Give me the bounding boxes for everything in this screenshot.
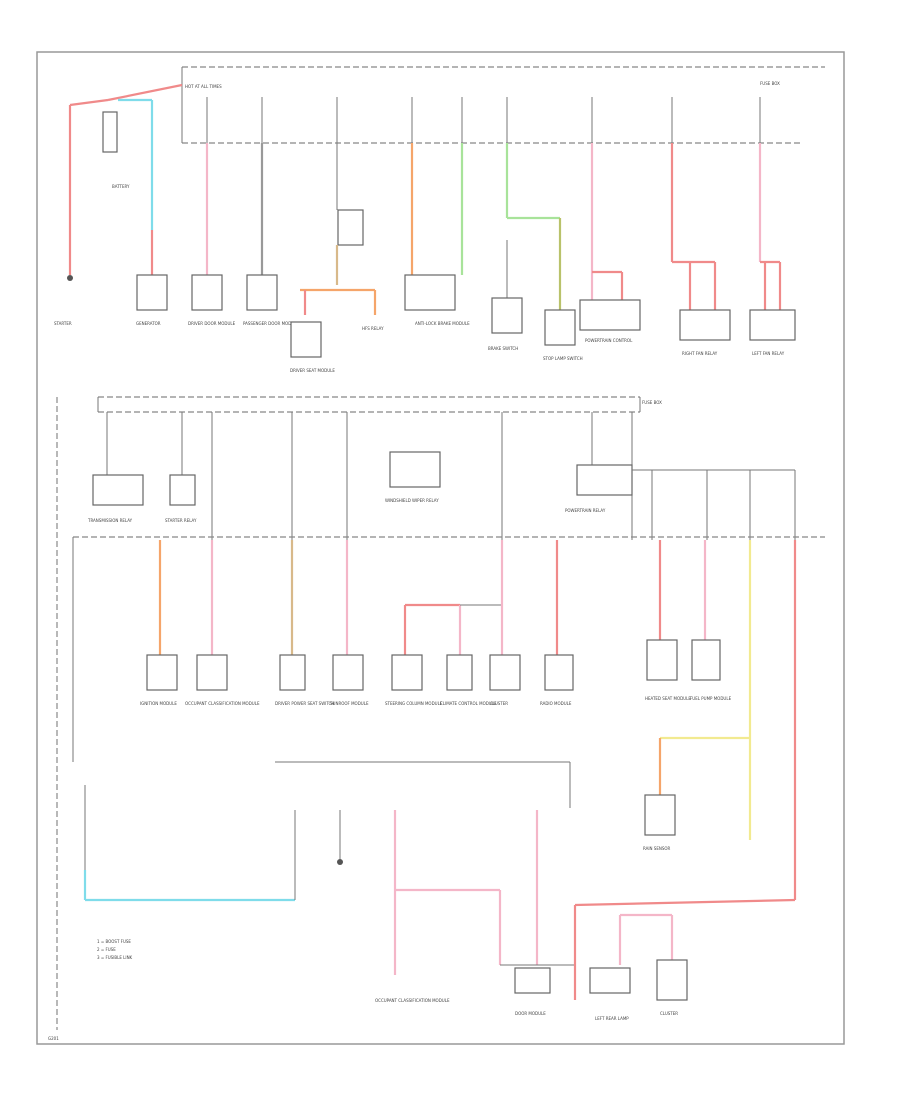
passenger-door-module-group: PASSENGER DOOR MODULE (243, 143, 299, 326)
driver-door-module-group: DRIVER DOOR MODULE (188, 143, 236, 326)
powertrain-control-group: POWERTRAIN CONTROL (579, 143, 641, 343)
top-fuses (206, 97, 761, 143)
middle-fuse-bus-label: FUSE BOX (642, 400, 662, 405)
right-fan-relay-label: RIGHT FAN RELAY (682, 351, 718, 356)
hot-at-all-times-label: HOT AT ALL TIMES (185, 84, 222, 89)
hfs-relay-label: HFS RELAY (362, 326, 384, 331)
brake-switch-group: BRAKE SWITCH STOP LAMP SWITCH (488, 143, 583, 361)
stop-lamp-switch-label: STOP LAMP SWITCH (543, 356, 583, 361)
ignition-module-label: IGNITION MODULE (140, 701, 177, 706)
fuel-pump-module-label: FUEL PUMP MODULE (690, 696, 732, 701)
occupant-classification-module-label: OCCUPANT CLASSIFICATION MODULE (185, 701, 260, 706)
brake-switch-label: BRAKE SWITCH (488, 346, 518, 351)
driver-seat-group: DRIVER SEAT MODULE HFS RELAY (290, 143, 384, 373)
driver-door-module-label: DRIVER DOOR MODULE (188, 321, 236, 326)
generator-label: GENERATOR (136, 321, 161, 326)
powertrain-relay-label: POWERTRAIN RELAY (565, 508, 606, 513)
battery-symbol (102, 111, 118, 153)
lower-components: IGNITION MODULE OCCUPANT CLASSIFICATION … (140, 540, 797, 900)
svg-text:3 = FUSIBLE LINK: 3 = FUSIBLE LINK (97, 955, 133, 960)
transmission-relay-label: TRANSMISSION RELAY (87, 518, 133, 523)
legend: 1 = BOOST FUSE 2 = FUSE 3 = FUSIBLE LINK (97, 939, 133, 960)
anti-lock-brake-module-label: ANTI-LOCK BRAKE MODULE (415, 321, 470, 326)
svg-text:2 = FUSE: 2 = FUSE (97, 947, 116, 952)
left-rear-lamp-label: LEFT REAR LAMP (595, 1016, 629, 1021)
powertrain-control-label: POWERTRAIN CONTROL (585, 338, 633, 343)
starter-label: STARTER (54, 321, 72, 326)
starter-group: STARTER (54, 275, 73, 326)
left-fan-relay-label: LEFT FAN RELAY (752, 351, 785, 356)
rain-sensor-label: RAIN SENSOR (643, 846, 671, 851)
generator-group: GENERATOR (136, 274, 168, 326)
svg-text:1 = BOOST FUSE: 1 = BOOST FUSE (97, 939, 131, 944)
right-fan-relay-group: RIGHT FAN RELAY (670, 143, 731, 356)
top-fuse-bus-label: FUSE BOX (760, 81, 780, 86)
heated-seat-module-label: HEATED SEAT MODULE (645, 696, 691, 701)
anti-lock-group: ANTI-LOCK BRAKE MODULE (404, 143, 470, 326)
sunroof-module-label: SUNROOF MODULE (330, 701, 369, 706)
driver-power-seat-switch-label: DRIVER POWER SEAT SWITCH (275, 701, 334, 706)
diagram-border (36, 51, 845, 1045)
passenger-door-module-label: PASSENGER DOOR MODULE (243, 321, 299, 326)
relay-boxes: TRANSMISSION RELAY STARTER RELAY WINDSHI… (87, 451, 633, 523)
bottom-section: DOOR MODULE LEFT REAR LAMP CLUSTER OCCUP… (83, 785, 796, 1021)
middle-fuses (106, 412, 633, 540)
radio-module-label: RADIO MODULE (540, 701, 572, 706)
left-fan-relay-group: LEFT FAN RELAY (749, 143, 796, 356)
climate-control-module-label: CLIMATE CONTROL MODULE (440, 701, 497, 706)
ground-label: G201 (48, 1036, 59, 1041)
door-module-label: DOOR MODULE (515, 1011, 546, 1016)
battery-label: BATTERY (112, 184, 130, 189)
windshield-wiper-relay-label: WINDSHIELD WIPER RELAY (385, 498, 439, 503)
occupant-module-2-label: OCCUPANT CLASSIFICATION MODULE (375, 998, 450, 1003)
cluster-label: CLUSTER (490, 701, 508, 706)
battery-group: BATTERY (68, 83, 183, 275)
cluster-2-label: CLUSTER (660, 1011, 678, 1016)
driver-seat-module-label: DRIVER SEAT MODULE (290, 368, 335, 373)
starter-relay-label: STARTER RELAY (165, 518, 197, 523)
steering-column-module-label: STEERING COLUMN MODULE (385, 701, 443, 706)
